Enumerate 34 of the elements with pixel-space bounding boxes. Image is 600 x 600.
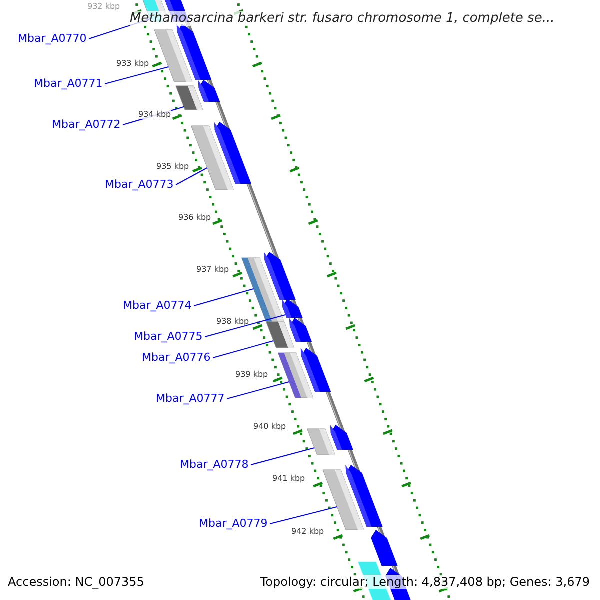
leader-line (204, 314, 286, 338)
scale-label: 939 kbp (236, 370, 268, 378)
gene-label: Mbar_A0770 (18, 32, 87, 44)
gene-glyph (266, 318, 312, 348)
gene-glyph (154, 24, 212, 82)
scale-label: 936 kbp (178, 212, 212, 222)
gene-label: Mbar_A0776 (142, 350, 211, 364)
gene-glyph (282, 299, 303, 318)
gene-label: Mbar_A0775 (134, 330, 203, 342)
gene-label: Mbar_A0774 (123, 298, 192, 312)
leader-line (226, 382, 290, 400)
leader-line (212, 340, 274, 358)
scale-label: 938 kbp (216, 316, 250, 326)
gene-glyph (191, 122, 252, 190)
scale-label: 941 kbp (272, 474, 306, 482)
gene-label: Mbar_A0771 (34, 76, 103, 90)
gene-label: Mbar_A0779 (199, 516, 268, 530)
scale-label: 940 kbp (254, 422, 286, 430)
leader-line (250, 448, 316, 466)
leader-line (104, 66, 170, 84)
gene-glyph (322, 465, 383, 530)
gene-glyph (176, 80, 220, 110)
title: Methanosarcina barkeri str. fusaro chromosome 1, complete se... (130, 11, 555, 26)
leader-line (176, 168, 208, 186)
gene-glyph (307, 425, 354, 456)
gene-label: Mbar_A0772 (52, 118, 121, 130)
scale-label: 942 kbp (292, 526, 324, 536)
gene-label: Mbar_A0777 (156, 392, 225, 404)
genome-summary: Topology: circular; Length: 4,837,408 bp; Genes: 3,679 (260, 575, 590, 589)
gene-label: Mbar_A0773 (105, 178, 174, 190)
leader-line (194, 288, 254, 306)
gene-glyph (278, 348, 332, 398)
accession-text: Accession: NC_007355 (8, 575, 144, 589)
gene-label: Mbar_A0778 (180, 458, 249, 470)
